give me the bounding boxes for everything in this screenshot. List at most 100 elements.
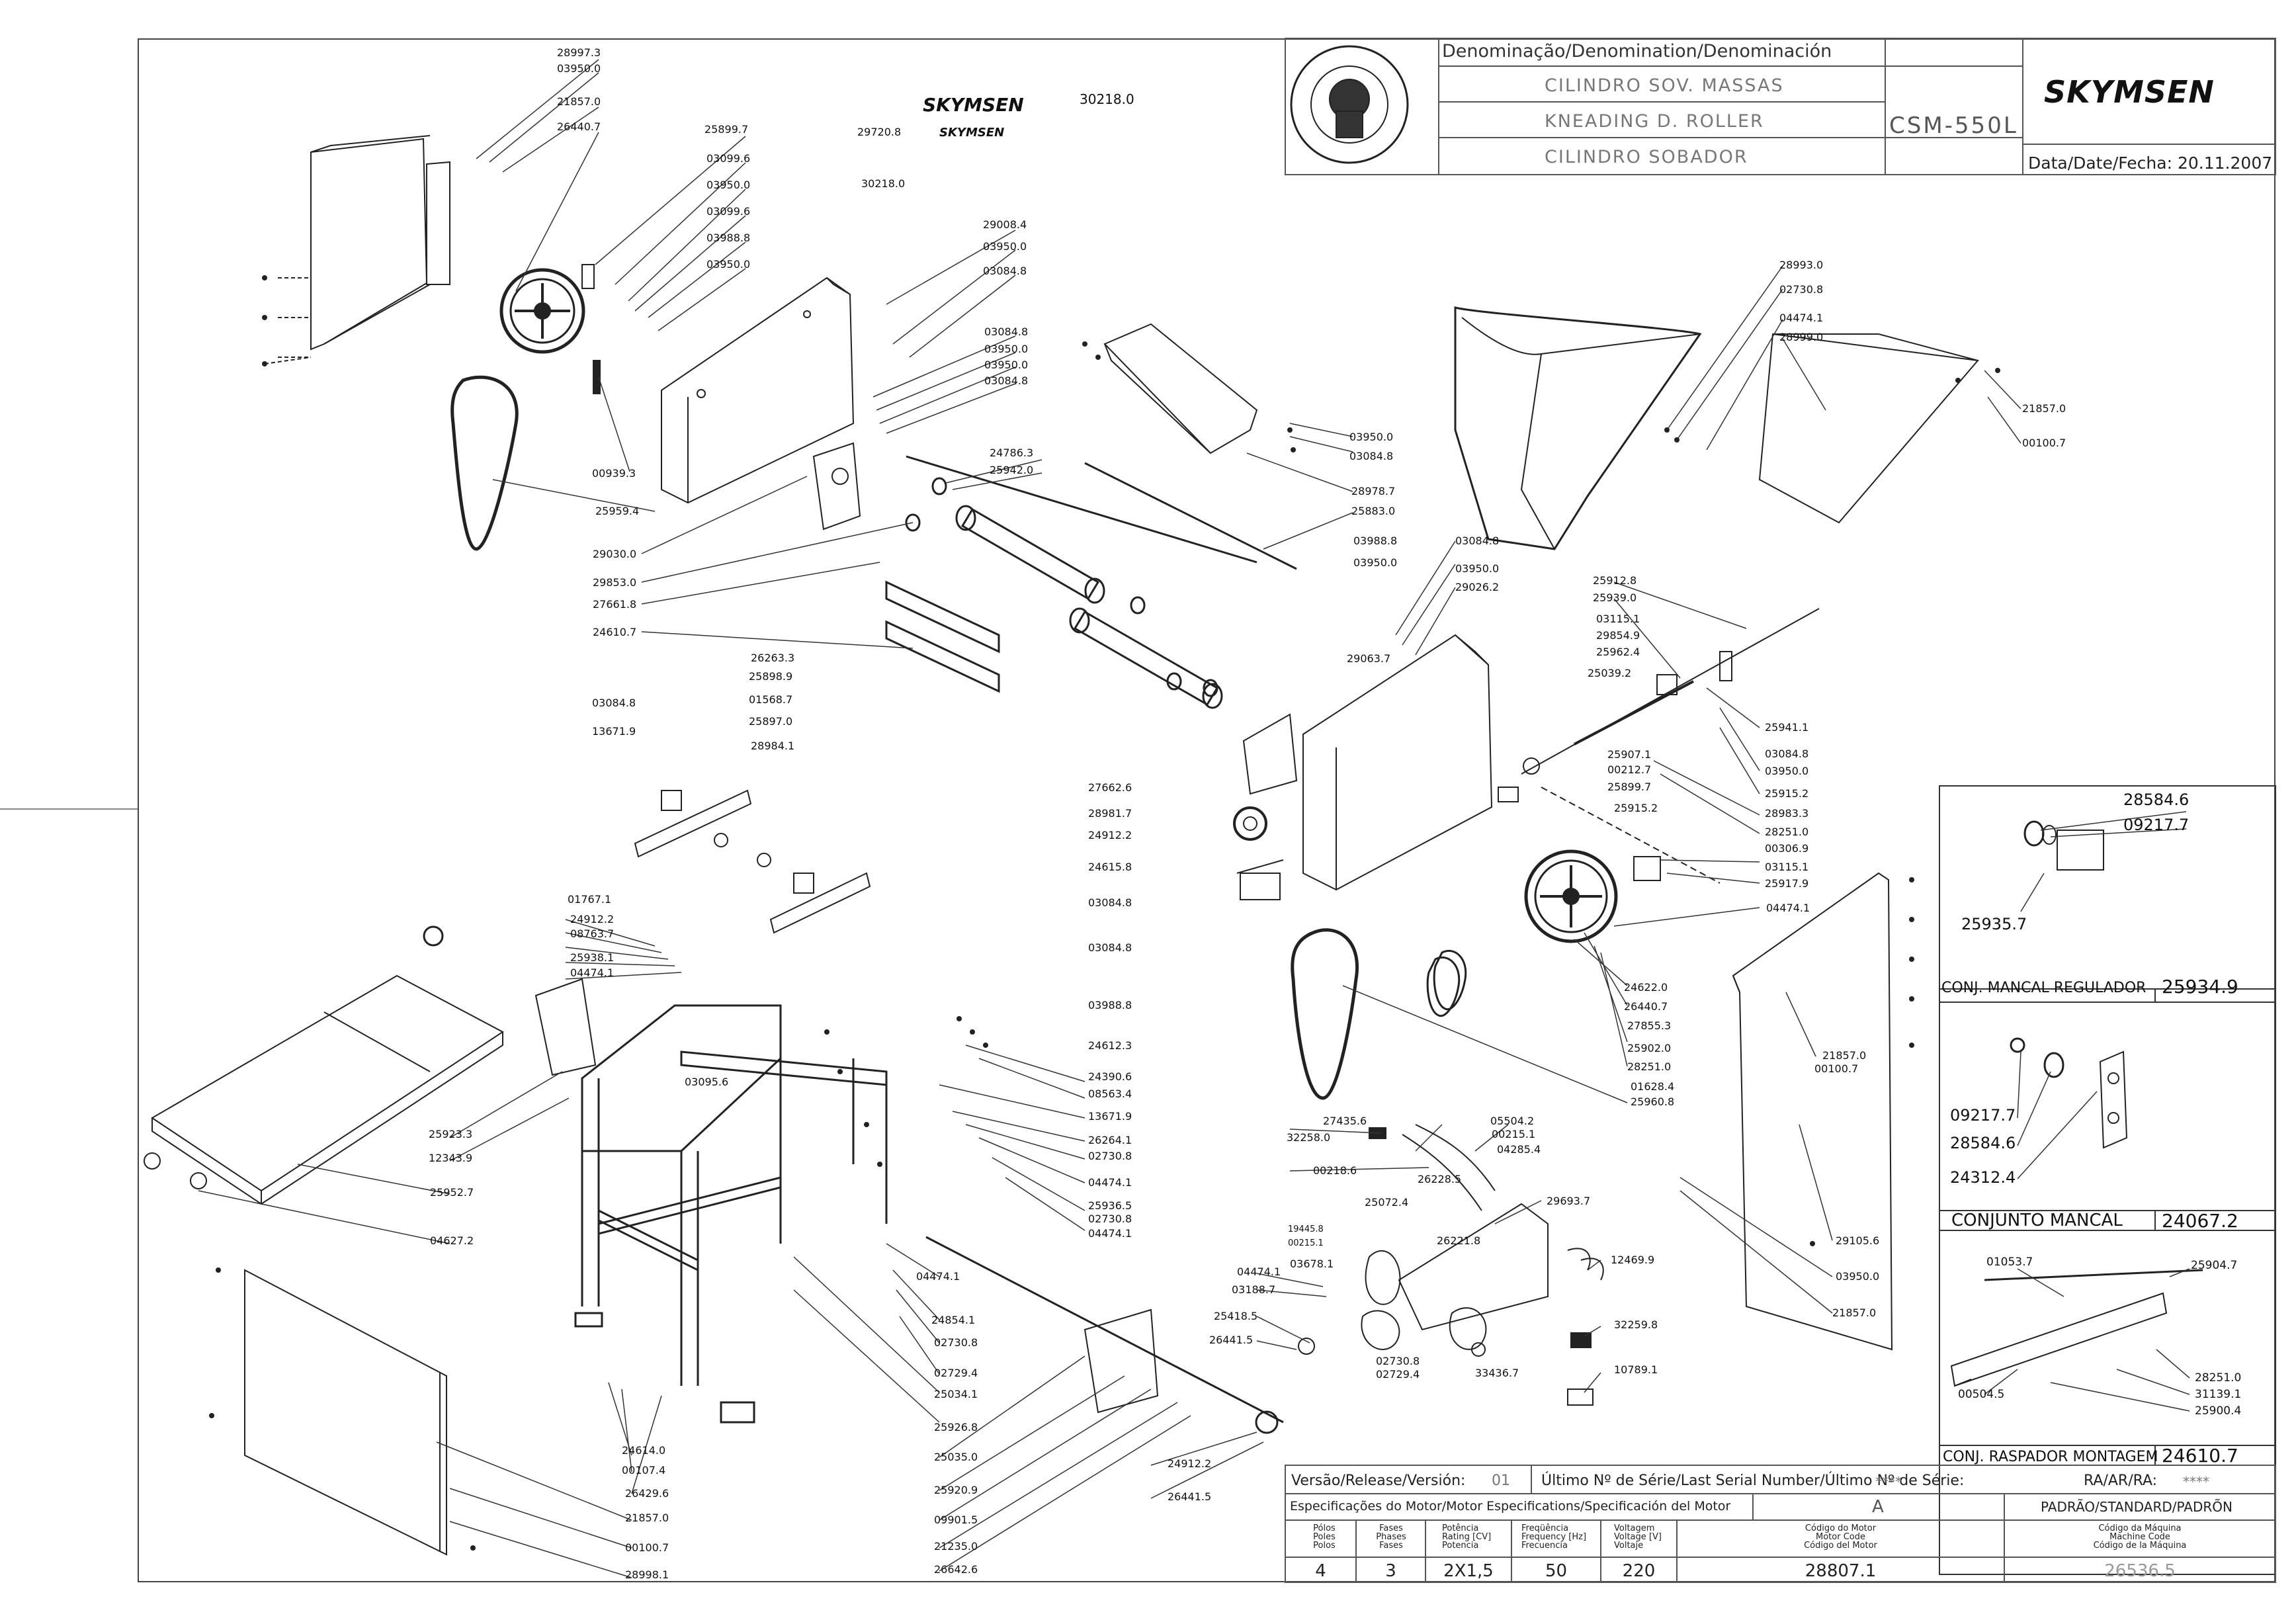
part-label: 03950.0 xyxy=(557,62,601,75)
part-label: 09901.5 xyxy=(934,1514,978,1526)
part-label: 29853.0 xyxy=(593,576,637,589)
part-label: 26440.7 xyxy=(1624,1000,1668,1013)
part-label: 01767.1 xyxy=(568,893,612,906)
part-label: 03084.8 xyxy=(1349,450,1394,462)
part-label: 25902.0 xyxy=(1627,1042,1672,1054)
part-label: 03950.0 xyxy=(1455,562,1500,575)
authorized-service-seal xyxy=(1287,41,1412,167)
seal-graphic xyxy=(1290,45,1409,164)
part-label: 25418.5 xyxy=(1214,1310,1258,1322)
part-label: 25915.2 xyxy=(1614,802,1658,814)
part-label: 03095.6 xyxy=(685,1076,729,1088)
part-label: 03099.6 xyxy=(706,205,751,218)
part-label: 29026.2 xyxy=(1455,581,1500,593)
part-label: 30218.0 xyxy=(1080,91,1134,107)
part-label: 24912.2 xyxy=(1088,829,1132,841)
panel3-caption: CONJ. RASPADOR MONTAGEM xyxy=(1943,1449,2158,1465)
part-label: 03099.6 xyxy=(706,152,751,165)
leader-lines xyxy=(198,59,2190,1578)
part-label: 00100.7 xyxy=(1814,1062,1859,1075)
part-label: 25923.3 xyxy=(429,1128,473,1140)
serial-value: **** xyxy=(1875,1474,1902,1490)
spec-header-motor-code: Código do Motor Motor Code Código del Mo… xyxy=(1677,1524,2004,1550)
part-label: 26264.1 xyxy=(1088,1134,1132,1146)
part-label: 00215.1 xyxy=(1492,1128,1536,1140)
part-label: 25959.4 xyxy=(595,505,640,517)
header-line: Rating [CV] xyxy=(1442,1532,1492,1542)
panel1-part: 28584.6 xyxy=(2123,791,2190,809)
part-label: 21235.0 xyxy=(934,1540,978,1553)
header-line: Poles xyxy=(1313,1532,1336,1542)
part-label: 25952.7 xyxy=(430,1186,474,1199)
electrical-assembly xyxy=(1298,1124,1604,1406)
part-label: 25941.1 xyxy=(1765,721,1809,734)
part-label: 02730.8 xyxy=(1376,1355,1420,1367)
part-label: 26441.5 xyxy=(1168,1490,1212,1503)
part-label: 27661.8 xyxy=(593,598,637,611)
part-label: 21857.0 xyxy=(557,95,601,108)
version-label: Versão/Release/Versión: xyxy=(1291,1473,1466,1489)
header-line: Código do Motor xyxy=(1805,1523,1877,1533)
part-label: 25912.8 xyxy=(1593,574,1637,587)
part-label: 24610.7 xyxy=(593,626,637,638)
header-line: Phases xyxy=(1376,1532,1406,1542)
hopper xyxy=(1454,306,1979,550)
panel1-caption: CONJ. MANCAL REGULADOR xyxy=(1941,980,2147,996)
part-label: 28997.3 xyxy=(557,46,601,59)
part-label: 03084.8 xyxy=(984,325,1029,338)
part-label: 04474.1 xyxy=(916,1270,960,1283)
spec-value-frequency: 50 xyxy=(1545,1561,1568,1581)
part-label: 24854.1 xyxy=(931,1314,976,1326)
part-label: 28993.0 xyxy=(1779,259,1824,271)
header-line: Código del Motor xyxy=(1804,1541,1877,1551)
motor-spec-label: Especificações do Motor/Motor Especifica… xyxy=(1290,1499,1731,1514)
header-line: Potência xyxy=(1442,1523,1479,1533)
part-label: 29030.0 xyxy=(593,548,637,560)
spec-value-phases: 3 xyxy=(1385,1561,1396,1581)
date-row: Data/Date/Fecha: 20.11.2007 xyxy=(2028,153,2272,173)
part-label: 04474.1 xyxy=(1766,902,1810,914)
part-label: 29854.9 xyxy=(1596,629,1640,642)
part-label: 03115.1 xyxy=(1765,861,1809,873)
panel3-part: 28251.0 xyxy=(2195,1371,2242,1385)
part-label: 27662.6 xyxy=(1088,781,1132,794)
part-label: 25899.7 xyxy=(1607,781,1652,793)
part-label: 26429.6 xyxy=(625,1487,669,1500)
part-label: 04627.2 xyxy=(430,1234,474,1247)
header-line: Voltagem xyxy=(1614,1523,1655,1533)
part-label: 26263.3 xyxy=(751,652,795,664)
spec-header-frequency: Freqüência Frequency [Hz] Frecuencia xyxy=(1521,1524,1594,1550)
part-label: 03988.8 xyxy=(1353,534,1398,547)
panel3-code: 24610.7 xyxy=(2162,1445,2238,1467)
part-label: 25072.4 xyxy=(1365,1196,1409,1209)
part-label: 04474.1 xyxy=(570,966,615,979)
part-label: 03084.8 xyxy=(983,265,1027,277)
spec-header-phases: Fases Phases Fases xyxy=(1371,1524,1412,1550)
panel2-part: 28584.6 xyxy=(1950,1134,2016,1152)
part-label: 00100.7 xyxy=(2022,437,2066,449)
part-label: 24912.2 xyxy=(570,913,615,925)
part-label: 03950.0 xyxy=(706,258,751,271)
part-label: 04285.4 xyxy=(1497,1143,1541,1156)
denomination-header: Denominação/Denomination/Denominación xyxy=(1442,41,1832,62)
part-label: 01628.4 xyxy=(1631,1080,1675,1093)
part-label: 26228.5 xyxy=(1418,1173,1462,1185)
part-label: 03950.0 xyxy=(1349,431,1394,443)
part-label: 25920.9 xyxy=(934,1484,978,1496)
spec-header-rating: Potência Rating [CV] Potencia xyxy=(1442,1524,1508,1550)
ra-value: **** xyxy=(2183,1474,2209,1490)
brand-logo: SKYMSEN xyxy=(2044,74,2215,110)
header-line: Código de la Máquina xyxy=(2093,1541,2187,1551)
spec-header-poles: Pólos Poles Polos xyxy=(1304,1524,1344,1550)
brand-logo-decal-b: SKYMSEN xyxy=(939,126,1005,140)
part-label: 10789.1 xyxy=(1614,1363,1658,1376)
part-label: 28983.3 xyxy=(1765,807,1809,820)
part-label: 25936.5 xyxy=(1088,1199,1132,1212)
part-label: 24614.0 xyxy=(622,1444,666,1457)
panel3-part: 25900.4 xyxy=(2195,1404,2242,1418)
panel3-part: 25904.7 xyxy=(2191,1259,2238,1272)
part-label: 25897.0 xyxy=(749,715,793,728)
header-line: Polos xyxy=(1313,1541,1336,1551)
part-label: 25899.7 xyxy=(704,123,749,136)
